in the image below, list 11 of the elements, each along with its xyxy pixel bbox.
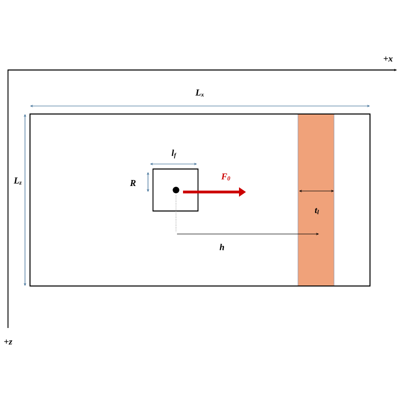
layer-band [298,114,334,286]
axis-label: +x [384,56,393,62]
axis-label: +z [4,339,12,345]
source-square [152,168,198,212]
dimension-label: L$_{z}$ [14,178,22,184]
dimension-label: L$_{x}$ [195,90,204,96]
dimension-label: t$_{l}$ [314,208,319,214]
dimension-label: F$_{0}$ [221,174,230,180]
dimension-label: h [220,244,224,250]
dimension-label: R [130,180,136,186]
dimension-label: l$_{f}$ [172,150,176,158]
